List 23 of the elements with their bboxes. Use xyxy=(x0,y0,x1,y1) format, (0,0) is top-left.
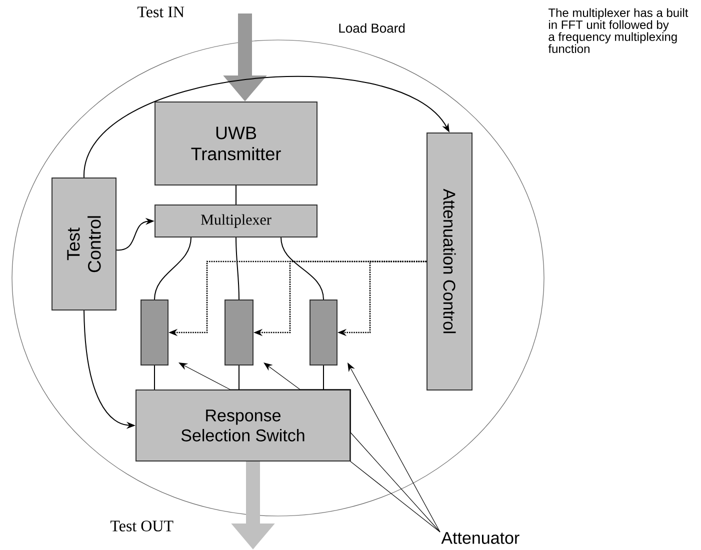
port-label: Test IN xyxy=(137,6,184,18)
connector-line xyxy=(236,237,240,300)
leader-line xyxy=(264,362,440,532)
block-box: Multiplexer xyxy=(154,204,318,238)
connector-line xyxy=(154,365,155,390)
board-label: Load Board xyxy=(339,23,405,33)
connector-line xyxy=(280,237,324,300)
connector-line xyxy=(154,237,192,300)
attenuator-box xyxy=(224,300,254,366)
block-box: Test Control xyxy=(52,178,116,310)
note-text: The multiplexer has a built in FFT unit followed by a frequency multiplexing function xyxy=(548,8,688,53)
port-label: Test OUT xyxy=(110,520,174,532)
leader-line xyxy=(348,362,440,532)
connector-line xyxy=(323,365,324,390)
arrow xyxy=(84,76,450,178)
block-box: Attenuation Control xyxy=(426,132,472,390)
leader-line xyxy=(178,362,440,532)
attenuator-box xyxy=(310,300,338,366)
block-box: Response Selection Switch xyxy=(136,390,350,462)
connector-line xyxy=(238,365,240,390)
attenuator-label: Attenuator xyxy=(441,532,520,544)
block-box: UWB Transmitter xyxy=(154,102,318,186)
attenuator-box xyxy=(140,300,168,366)
